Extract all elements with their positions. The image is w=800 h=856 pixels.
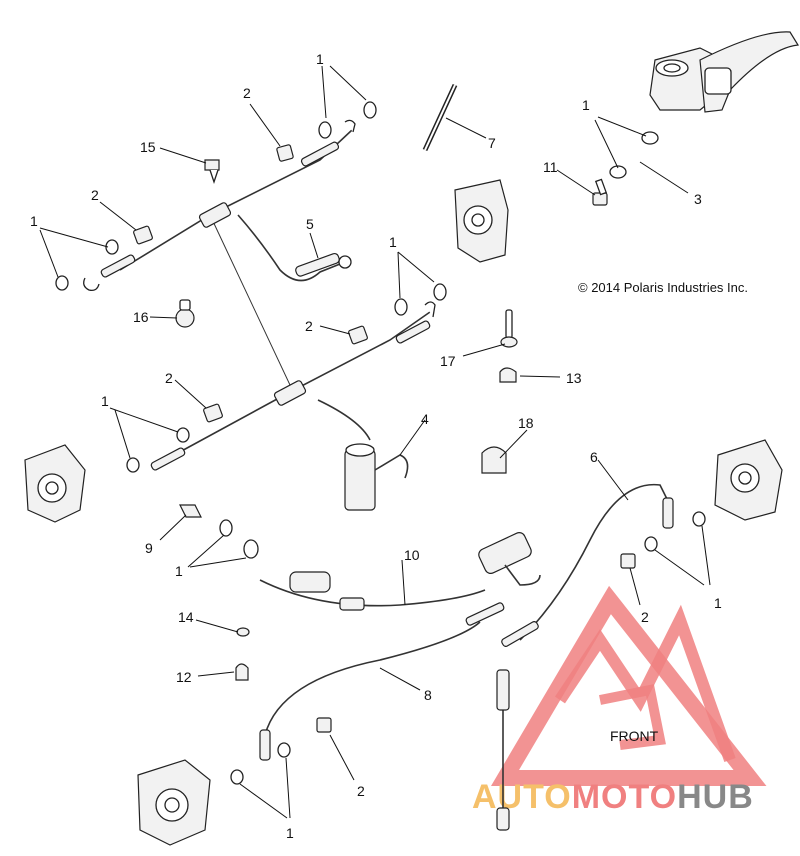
rear-line-vertical — [496, 669, 510, 831]
callout-1: 1 — [389, 234, 397, 250]
callout-4: 4 — [421, 411, 429, 427]
callout-5: 5 — [306, 216, 314, 232]
brand-moto: MOTO — [572, 778, 677, 816]
clamp-13 — [499, 367, 517, 383]
hose-10 — [259, 532, 541, 611]
callout-16: 16 — [133, 309, 149, 325]
clip-16 — [175, 299, 195, 328]
leader-lines — [39, 65, 711, 819]
bolt-11 — [592, 178, 608, 206]
clip-7 — [422, 83, 458, 152]
watermark-front-label: FRONT — [610, 728, 659, 744]
callout-2: 2 — [357, 783, 365, 799]
callout-labels: 1 2 15 2 1 5 7 1 2 16 17 13 2 1 4 18 6 1… — [30, 51, 722, 841]
callout-10: 10 — [404, 547, 420, 563]
lower-brake-line — [150, 301, 436, 511]
bolt-2-left — [133, 225, 153, 245]
bolt-2-upper — [276, 144, 294, 162]
callout-2: 2 — [165, 370, 173, 386]
caliper-left-middle — [24, 444, 86, 523]
bolt-2-right — [620, 553, 636, 569]
master-cylinder — [649, 31, 800, 113]
brand-hub: HUB — [677, 778, 754, 816]
fitting-17 — [500, 309, 518, 348]
caliper-front-upper — [454, 179, 509, 263]
callout-2: 2 — [305, 318, 313, 334]
callout-3: 3 — [694, 191, 702, 207]
bolt-15 — [204, 159, 220, 185]
clip-12 — [235, 663, 249, 681]
washers — [55, 101, 706, 785]
brand-auto: AUTO — [472, 778, 572, 816]
callout-12: 12 — [176, 669, 192, 685]
callout-1: 1 — [714, 595, 722, 611]
callout-14: 14 — [178, 609, 194, 625]
callout-1: 1 — [286, 825, 294, 841]
bolt-2-mid — [348, 325, 368, 345]
hose-8 — [259, 602, 505, 761]
callout-1: 1 — [101, 393, 109, 409]
bolt-2-bottom — [316, 717, 332, 733]
callout-13: 13 — [566, 370, 582, 386]
bolt-14 — [236, 627, 250, 637]
callout-6: 6 — [590, 449, 598, 465]
caliper-right — [714, 439, 783, 521]
clamp-18 — [481, 446, 507, 474]
callout-11: 11 — [543, 159, 558, 175]
callout-9: 9 — [145, 540, 153, 556]
callout-2: 2 — [243, 85, 251, 101]
callout-1: 1 — [316, 51, 324, 67]
watermark-brand: AUTOMOTOHUB — [472, 778, 754, 816]
callout-1: 1 — [30, 213, 38, 229]
upper-brake-line — [83, 119, 356, 386]
copyright-notice: © 2014 Polaris Industries Inc. — [578, 280, 748, 295]
callout-7: 7 — [488, 135, 496, 151]
callout-1: 1 — [175, 563, 183, 579]
hose-6 — [501, 483, 674, 647]
callout-8: 8 — [424, 687, 432, 703]
bolt-2-lower — [203, 403, 223, 423]
watermark-logo: FRONT — [490, 585, 767, 786]
fitting-9 — [179, 504, 202, 518]
callout-17: 17 — [440, 353, 456, 369]
callout-18: 18 — [518, 415, 534, 431]
callout-2: 2 — [91, 187, 99, 203]
callout-15: 15 — [140, 139, 156, 155]
callout-1: 1 — [582, 97, 590, 113]
caliper-bottom — [137, 759, 211, 846]
callout-2: 2 — [641, 609, 649, 625]
